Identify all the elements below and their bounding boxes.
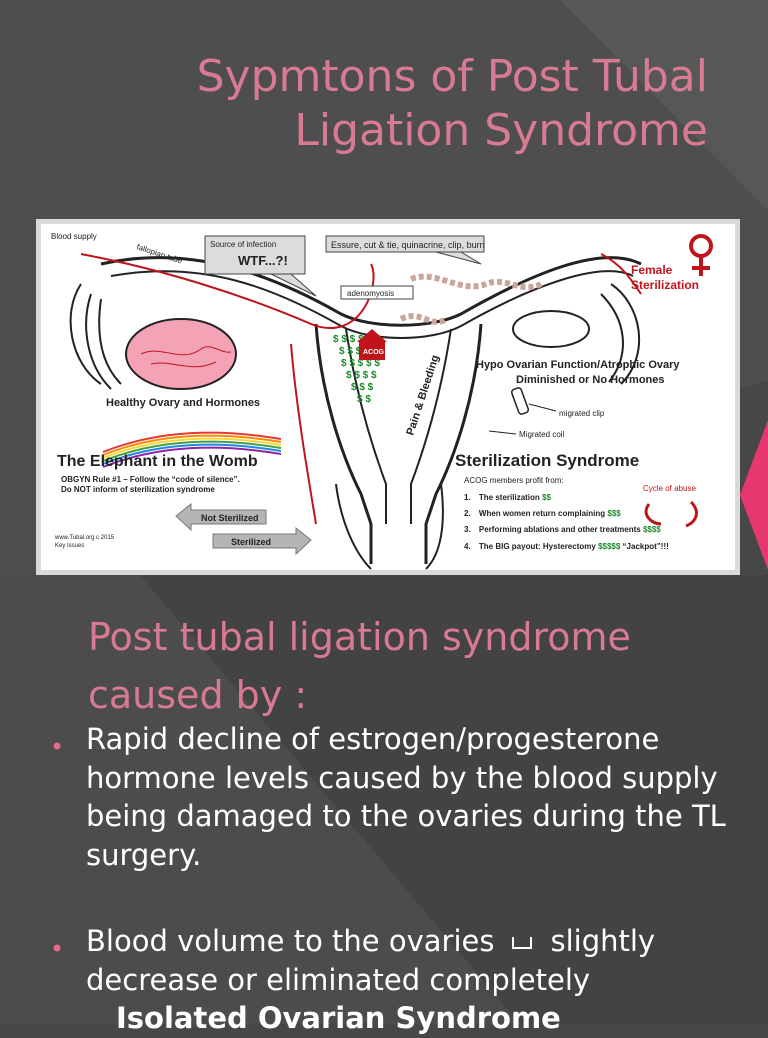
svg-text:$ $ $ $ $ $: $ $ $ $ $ $: [333, 334, 381, 345]
female-symbol-icon: [689, 234, 713, 276]
svg-text:$ $ $ $ $: $ $ $ $ $: [339, 346, 378, 357]
not-sterilized-arrow: [175, 502, 267, 532]
healthy-ovary: [125, 318, 237, 390]
diagram-drawing: $ $ $ $ $ $ $ $ $ $ $ $ $ $ $ $ $ $ $ $ …: [51, 232, 713, 570]
svg-text:The Elephant in the Womb: The Elephant in the Womb: [57, 453, 258, 470]
bullet-list: • Rapid decline of estrogen/progesterone…: [50, 720, 740, 1038]
svg-text:Sterilized: Sterilized: [231, 537, 271, 547]
svg-text:fallopian tube: fallopian tube: [135, 242, 184, 265]
svg-text:WTF...?!: WTF...?!: [238, 253, 288, 268]
atrophic-ovary: [512, 310, 590, 348]
adenomyosis-label-box: [340, 285, 414, 300]
svg-text:4. The BIG payout: Hysterecto: 4. The BIG payout: Hysterectomy $$$$$ “J…: [464, 542, 669, 551]
svg-text:Essure, cut & tie, quinacrine,: Essure, cut & tie, quinacrine, clip, bur…: [331, 240, 485, 250]
acog-house-roof: [357, 329, 387, 342]
bullet-text-before: Blood volume to the ovaries: [86, 924, 495, 958]
infection-callout: [204, 235, 306, 275]
acog-house-body: [359, 342, 385, 360]
svg-text:$ $: $ $: [357, 394, 371, 405]
svg-text:ACOG members profit from:: ACOG members profit from:: [464, 476, 564, 485]
pink-accent-triangle: [740, 420, 768, 570]
sterilized-arrow: [212, 526, 312, 556]
essure-callout: [325, 235, 485, 253]
bullet-emphasis: Isolated Ovarian Syndrome: [116, 1001, 561, 1035]
profit-list: 1. The sterilization $$ 2. When women re…: [464, 493, 669, 551]
svg-text:www.Tubal.org c 2015: www.Tubal.org c 2015: [54, 535, 115, 541]
migrated-clip-icon: [510, 387, 530, 415]
svg-text:Cycle of abuse: Cycle of abuse: [643, 484, 696, 493]
svg-text:Not Sterilized: Not Sterilized: [201, 513, 259, 523]
missing-glyph-icon: [512, 937, 533, 949]
svg-text:Pain & Bleeding: Pain & Bleeding: [404, 354, 441, 437]
svg-text:2. When women return complaini: 2. When women return complaining $$$: [464, 509, 621, 518]
bullet-item: • Rapid decline of estrogen/progesterone…: [50, 720, 740, 874]
svg-text:Sterilization: Sterilization: [631, 278, 699, 292]
svg-text:adenomyosis: adenomyosis: [347, 289, 394, 298]
bullet-text: Rapid decline of estrogen/progesterone h…: [86, 722, 726, 872]
subheading: Post tubal ligation syndrome caused by :: [88, 615, 631, 717]
svg-text:$ $ $ $ $: $ $ $ $ $: [341, 358, 380, 369]
svg-text:$ $ $: $ $ $: [351, 382, 374, 393]
slide-title: Sypmtons of Post Tubal Ligation Syndrome: [196, 51, 708, 156]
svg-text:ACOG: ACOG: [363, 349, 385, 356]
svg-text:Healthy Ovary and Hormones: Healthy Ovary and Hormones: [106, 397, 260, 409]
svg-text:Do NOT inform of sterilization: Do NOT inform of sterilization syndrome: [61, 485, 215, 494]
sterilization-diagram: $ $ $ $ $ $ $ $ $ $ $ $ $ $ $ $ $ $ $ $ …: [36, 219, 740, 575]
money-cluster: $ $ $ $ $ $ $ $ $ $ $ $ $ $ $ $ $ $ $ $ …: [333, 334, 381, 405]
svg-text:Diminished or No Hormones: Diminished or No Hormones: [516, 374, 665, 386]
svg-text:Migrated coil: Migrated coil: [519, 430, 565, 439]
rainbow-icon: [102, 431, 282, 468]
bullet-text-after: slightly decrease or eliminated complete…: [86, 924, 656, 997]
svg-text:3. Performing ablations and ot: 3. Performing ablations and other treatm…: [464, 525, 661, 534]
svg-text:Blood supply: Blood supply: [51, 232, 97, 241]
svg-text:OBGYN Rule #1 – Follow the “co: OBGYN Rule #1 – Follow the “code of sile…: [61, 475, 240, 484]
svg-text:Female: Female: [631, 263, 673, 277]
bullet-dot-icon: •: [50, 733, 65, 761]
svg-text:$ $ $ $: $ $ $ $: [346, 370, 377, 381]
svg-text:migrated clip: migrated clip: [559, 409, 605, 418]
svg-text:1. The sterilization $$: 1. The sterilization $$: [464, 493, 551, 502]
svg-text:Key Issues: Key Issues: [55, 543, 84, 549]
svg-text:Sterilization Syndrome: Sterilization Syndrome: [455, 451, 639, 470]
cycle-arrows-icon: [644, 500, 698, 528]
bullet-dot-icon: •: [50, 935, 65, 963]
svg-text:Hypo Ovarian Function/Atrophic: Hypo Ovarian Function/Atrophic Ovary: [476, 359, 680, 371]
svg-text:Source of infection: Source of infection: [210, 240, 276, 249]
